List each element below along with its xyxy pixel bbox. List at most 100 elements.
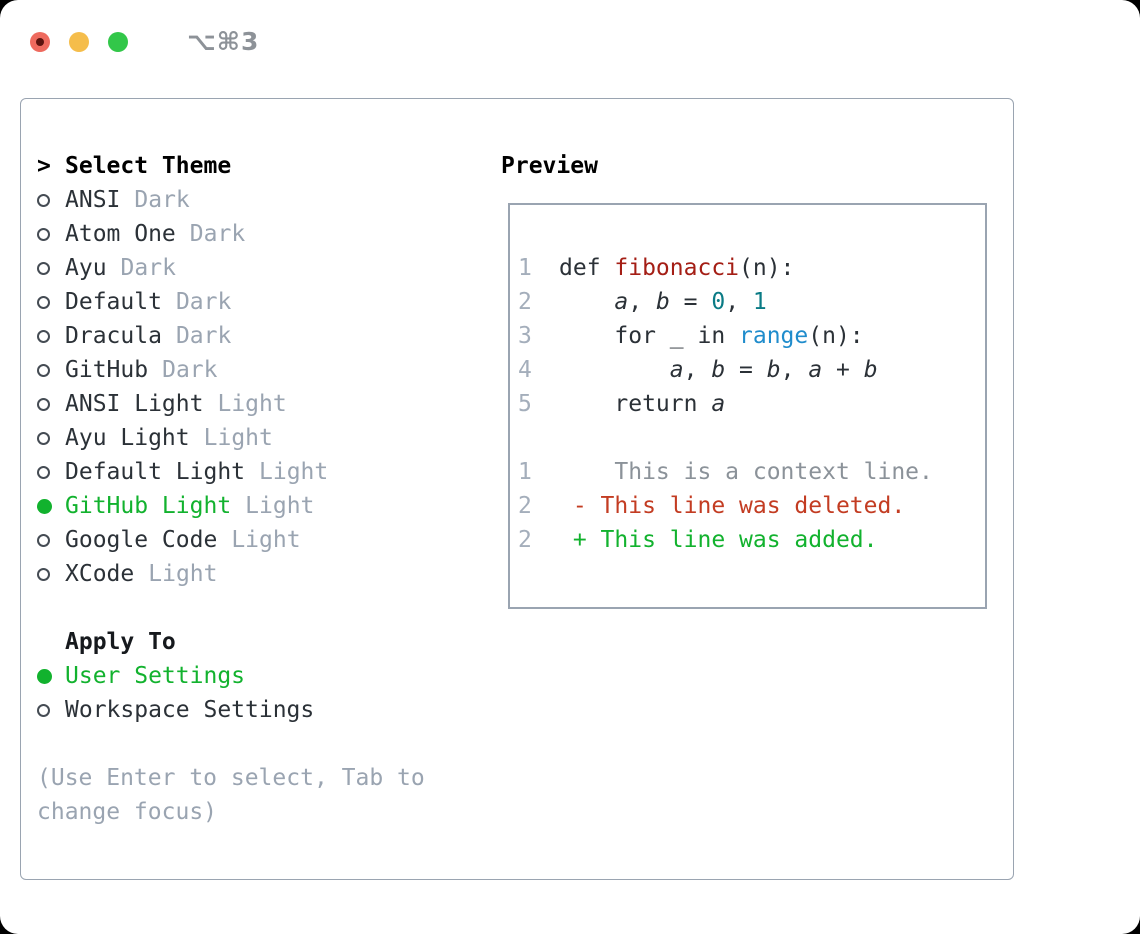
- code-token: a: [614, 289, 629, 315]
- line-number: 2: [518, 493, 532, 519]
- help-text: (Use Enter to select, Tab to change focus…: [37, 761, 425, 829]
- radio-marker: [37, 533, 65, 547]
- code-line: 1 This is a context line.: [518, 455, 985, 489]
- theme-variant-tag: Dark: [189, 221, 246, 247]
- minimize-button-icon[interactable]: [69, 31, 89, 52]
- select-theme-header-row: > Select Theme: [37, 149, 425, 183]
- theme-variant-tag: Light: [231, 527, 301, 553]
- apply-to-option[interactable]: User Settings: [37, 659, 425, 693]
- theme-name: Atom One: [65, 221, 176, 247]
- theme-name: Dracula: [65, 323, 162, 349]
- theme-name: Google Code: [65, 527, 218, 553]
- code-content: This is a context line.: [559, 459, 933, 485]
- code-token: =: [669, 289, 712, 315]
- theme-name: Ayu: [65, 255, 107, 281]
- apply-to-option[interactable]: Workspace Settings: [37, 693, 425, 727]
- window-title: ⌥⌘3: [187, 27, 260, 56]
- radio-marker: [37, 295, 65, 309]
- code-content: - This line was deleted.: [559, 493, 905, 519]
- radio-icon: [37, 295, 50, 309]
- spacer: [37, 591, 425, 625]
- theme-name: XCode: [65, 561, 135, 587]
- spacer: [37, 727, 425, 761]
- radio-marker: [37, 397, 65, 411]
- radio-icon: [37, 431, 50, 445]
- code-content: for _ in range(n):: [559, 323, 864, 349]
- radio-marker: [37, 227, 65, 241]
- radio-icon: [37, 703, 50, 717]
- theme-option[interactable]: Dracula Dark: [37, 319, 425, 353]
- code-line: 3 for _ in range(n):: [518, 319, 985, 353]
- code-line: 5 return a: [518, 387, 985, 421]
- radio-icon: [37, 363, 50, 377]
- code-line: 2 + This line was added.: [518, 523, 985, 557]
- radio-marker: [37, 668, 65, 684]
- theme-variant-tag: Dark: [134, 187, 190, 213]
- theme-option[interactable]: Ayu Light Light: [37, 421, 425, 455]
- help-line: (Use Enter to select, Tab to: [37, 765, 425, 791]
- code-token: range: [739, 323, 809, 349]
- code-token: b: [766, 357, 781, 383]
- radio-icon: [37, 533, 50, 547]
- close-button-icon[interactable]: [30, 31, 50, 52]
- theme-variant-tag: Light: [148, 561, 218, 587]
- theme-name: Ayu Light: [65, 425, 190, 451]
- code-token: ,: [725, 289, 753, 315]
- line-number: 2: [518, 527, 532, 553]
- code-line: 2 a, b = 0, 1: [518, 285, 985, 319]
- radio-marker: [37, 567, 65, 581]
- apply-to-label: User Settings: [65, 663, 246, 689]
- apply-to-header-row: Apply To: [37, 625, 425, 659]
- theme-variant-tag: Light: [203, 425, 273, 451]
- code-token: + This line was added.: [559, 527, 878, 553]
- code-content: a, b = 0, 1: [559, 289, 766, 315]
- line-number: 2: [518, 289, 532, 315]
- help-line: change focus): [37, 799, 218, 825]
- theme-option[interactable]: XCode Light: [37, 557, 425, 591]
- code-token: a: [669, 357, 684, 383]
- code-token: b: [711, 357, 726, 383]
- theme-option[interactable]: GitHub Dark: [37, 353, 425, 387]
- line-number: 5: [518, 391, 532, 417]
- theme-option[interactable]: GitHub Light Light: [37, 489, 425, 523]
- theme-variant-tag: Dark: [175, 323, 232, 349]
- radio-marker: [37, 465, 65, 479]
- code-token: for _ in: [559, 323, 740, 349]
- theme-variant-tag: Light: [245, 493, 315, 519]
- zoom-button-icon[interactable]: [108, 31, 128, 52]
- line-number: 4: [518, 357, 532, 383]
- theme-option[interactable]: Atom One Dark: [37, 217, 425, 251]
- code-content: return a: [559, 391, 725, 417]
- code-line: 2 - This line was deleted.: [518, 489, 985, 523]
- line-number: 3: [518, 323, 532, 349]
- radio-icon: [37, 397, 50, 411]
- code-token: a: [711, 391, 726, 417]
- theme-name: GitHub Light: [65, 493, 232, 519]
- radio-marker: [37, 329, 65, 343]
- code-token: [559, 357, 670, 383]
- theme-name: GitHub: [65, 357, 149, 383]
- code-token: (n):: [739, 255, 795, 281]
- code-token: fibonacci: [614, 255, 740, 281]
- theme-variant-tag: Dark: [175, 289, 232, 315]
- code-token: - This line was deleted.: [559, 493, 906, 519]
- theme-name: ANSI Light: [65, 391, 204, 417]
- radio-icon: [37, 227, 50, 241]
- theme-option[interactable]: Google Code Light: [37, 523, 425, 557]
- theme-variant-tag: Dark: [162, 357, 218, 383]
- code-content: + This line was added.: [559, 527, 878, 553]
- code-token: return: [559, 391, 712, 417]
- code-token: (n):: [808, 323, 864, 349]
- radio-marker: [37, 498, 65, 514]
- theme-variant-tag: Light: [259, 459, 329, 485]
- select-theme-title: Select Theme: [65, 153, 232, 179]
- code-token: This is a context line.: [559, 459, 933, 485]
